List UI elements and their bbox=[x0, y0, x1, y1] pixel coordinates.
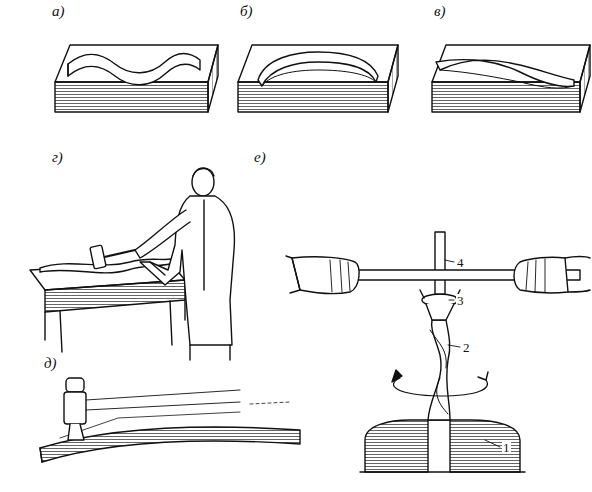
callout-number: 2 bbox=[462, 341, 471, 354]
twisting-wrench bbox=[286, 232, 590, 472]
figure-letter: в) bbox=[434, 4, 446, 19]
hammer-on-strip bbox=[40, 378, 300, 462]
callout-number: 1 bbox=[502, 441, 511, 454]
figure-letter: г) bbox=[52, 150, 63, 165]
worker-straightening bbox=[30, 168, 234, 360]
plate-bowed-strip bbox=[238, 45, 398, 112]
figure-letter: д) bbox=[44, 356, 57, 371]
callout-number: 4 bbox=[456, 256, 465, 269]
figure-letter: б) bbox=[240, 4, 253, 19]
plate-twisted-strip bbox=[432, 45, 590, 112]
figure-letter: а) bbox=[52, 4, 65, 19]
plate-wavy-strip bbox=[55, 45, 218, 112]
callout-number: 3 bbox=[456, 294, 465, 307]
figure-letter: е) bbox=[254, 150, 266, 165]
